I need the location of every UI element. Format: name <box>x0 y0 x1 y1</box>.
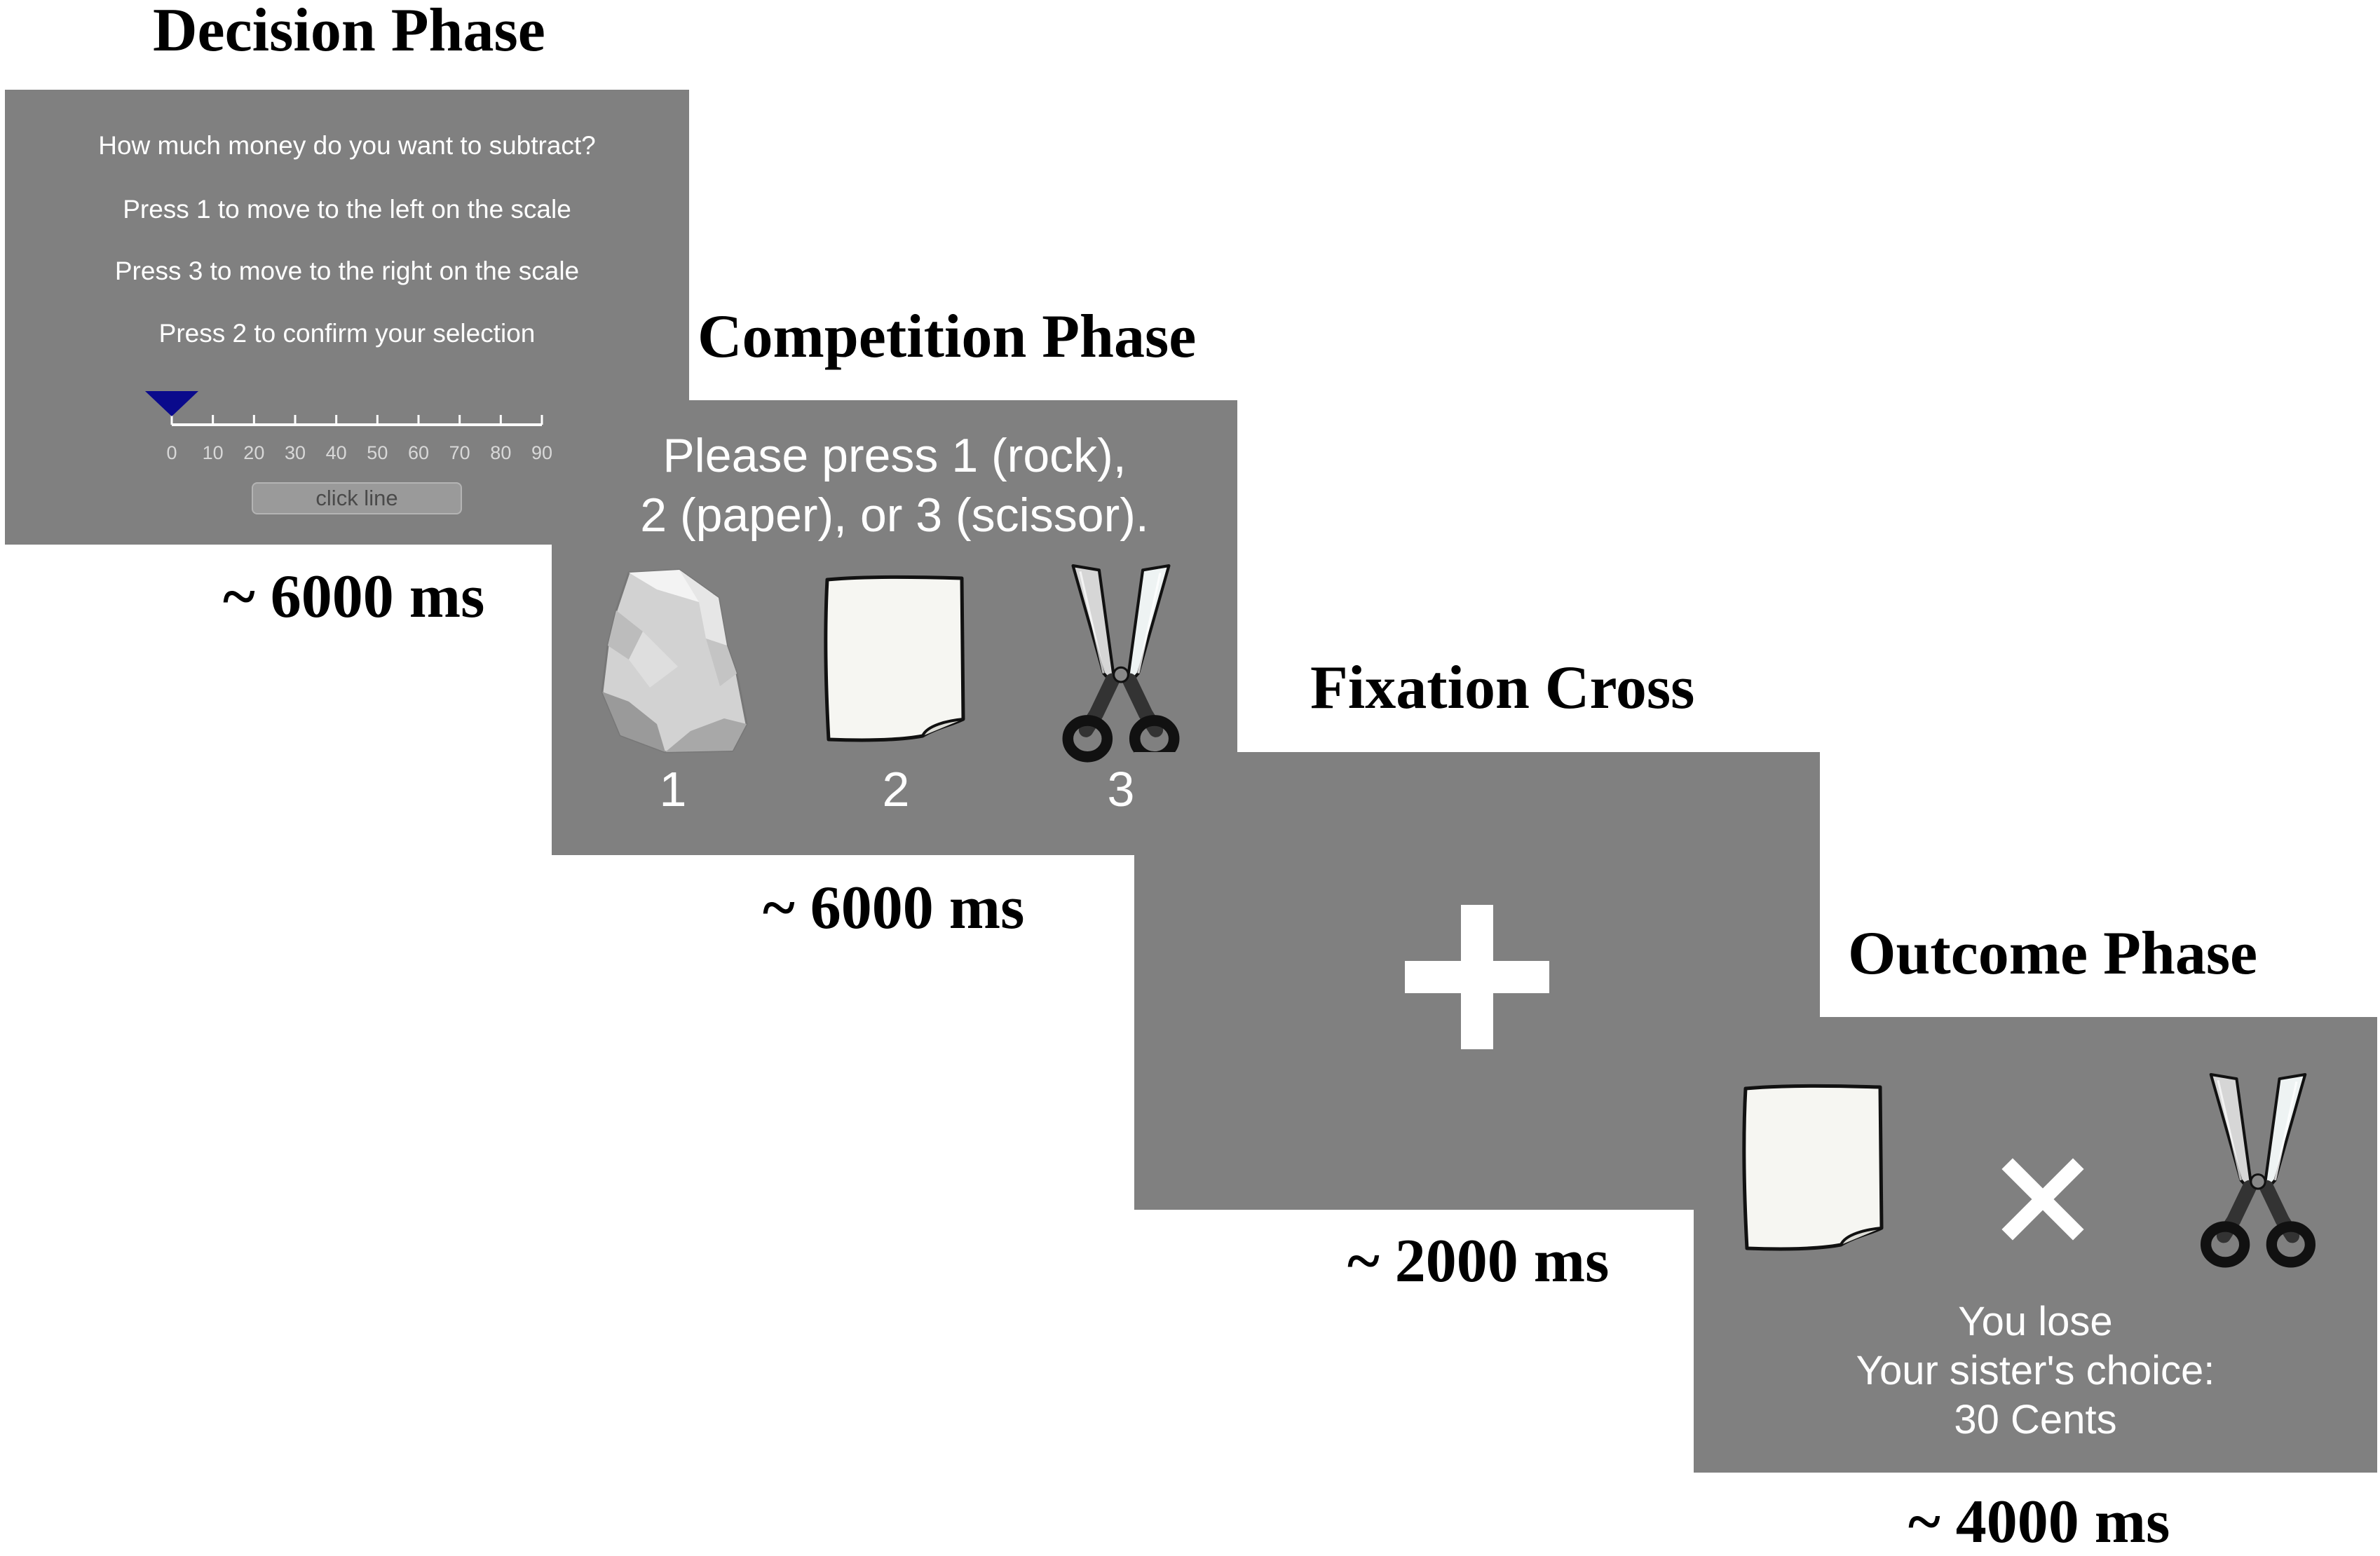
competition-phase-title: Competition Phase <box>698 303 1197 371</box>
scale-tick-label: 20 <box>243 442 265 463</box>
scale-tick-label: 90 <box>531 442 553 463</box>
competition-screen: Please press 1 (rock), 2 (paper), or 3 (… <box>552 400 1237 855</box>
scissors-icon[interactable] <box>1061 564 1181 760</box>
decision-question: How much money do you want to subtract? <box>98 131 596 160</box>
decision-phase-title: Decision Phase <box>153 0 545 64</box>
competition-prompt-line-2: 2 (paper), or 3 (scissor). <box>640 489 1149 542</box>
instruction-move-right: Press 3 to move to the right on the scal… <box>114 257 580 285</box>
fixation-phase-title: Fixation Cross <box>1310 654 1695 722</box>
scale-position-marker <box>145 391 198 416</box>
paper-icon <box>1743 1081 1886 1257</box>
outcome-amount: 30 Cents <box>1954 1397 2117 1442</box>
outcome-result: You lose <box>1958 1299 2113 1344</box>
money-scale[interactable] <box>5 391 689 475</box>
instruction-move-left: Press 1 to move to the left on the scale <box>123 195 571 224</box>
cross-mark-icon <box>2001 1158 2084 1241</box>
scale-tick-label: 40 <box>325 442 347 463</box>
decision-screen: How much money do you want to subtract? … <box>5 90 689 545</box>
choice-number-2: 2 <box>882 762 910 817</box>
choice-number-3: 3 <box>1107 762 1135 817</box>
scissors-icon <box>2198 1073 2318 1266</box>
fixation-cross-icon <box>1405 905 1549 1049</box>
outcome-sister-choice-label: Your sister's choice: <box>1856 1348 2215 1393</box>
scale-tick-label: 80 <box>490 442 512 463</box>
outcome-phase-title: Outcome Phase <box>1848 920 2258 988</box>
outcome-duration: ~ 4000 ms <box>1908 1488 2170 1556</box>
outcome-screen: You lose Your sister's choice: 30 Cents <box>1694 1017 2377 1473</box>
scale-tick-label: 10 <box>202 442 224 463</box>
scale-tick-label: 0 <box>166 442 177 463</box>
paper-icon[interactable] <box>824 575 967 745</box>
fixation-duration: ~ 2000 ms <box>1347 1227 1610 1295</box>
scale-tick-label: 60 <box>407 442 430 463</box>
scale-tick-label: 50 <box>367 442 388 463</box>
choice-number-1: 1 <box>659 762 687 817</box>
click-line-button[interactable]: click line <box>252 482 462 514</box>
instruction-confirm: Press 2 to confirm your selection <box>158 319 536 348</box>
competition-prompt-line-1: Please press 1 (rock), <box>662 429 1127 482</box>
rock-icon[interactable] <box>601 568 748 758</box>
scale-ticks <box>170 415 543 425</box>
decision-duration: ~ 6000 ms <box>223 563 485 631</box>
scale-tick-label: 30 <box>284 442 306 463</box>
competition-duration: ~ 6000 ms <box>763 874 1025 942</box>
scale-tick-label: 70 <box>449 442 470 463</box>
